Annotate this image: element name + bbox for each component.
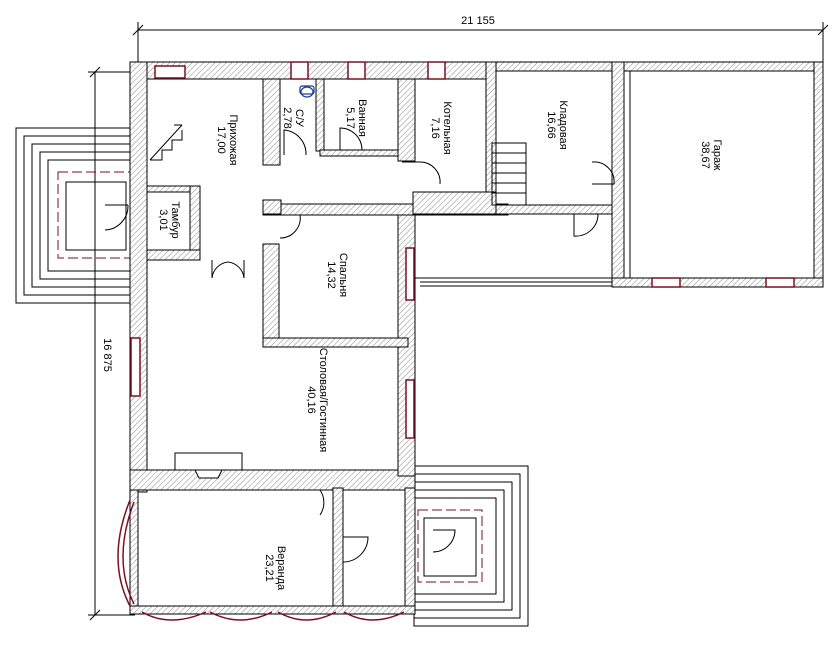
- height-dimension-text: 16 875: [101, 338, 113, 372]
- room-prihozhaya: Прихожая 17,00: [215, 115, 239, 166]
- room-stolovaya: Столовая/Гостинная 40,16: [305, 348, 329, 453]
- room-name-garazh: Гараж: [711, 139, 723, 171]
- room-area-kladovaya: 16,66: [545, 111, 557, 139]
- room-name-kotelnaya: Котельная: [441, 101, 453, 154]
- stairs-hall: [149, 124, 183, 161]
- veranda-windows: [117, 499, 405, 621]
- room-name-kladovaya: Кладовая: [557, 100, 569, 149]
- windows: [130, 61, 795, 439]
- room-name-spalnya: Спальня: [337, 253, 349, 297]
- room-area-prihozhaya: 17,00: [215, 126, 227, 154]
- room-name-su: С/У: [293, 109, 305, 128]
- room-kotelnaya: Котельная 7,16: [429, 101, 453, 154]
- walls: [129, 61, 824, 615]
- doors: [104, 127, 615, 563]
- room-area-su: 2,78: [281, 107, 293, 128]
- room-name-veranda: Веранда: [275, 546, 287, 591]
- left-porch: [15, 127, 135, 304]
- room-area-vannaya: 5,17: [344, 107, 356, 128]
- width-dimension-text: 21 155: [461, 15, 495, 27]
- inner-lines: [415, 70, 814, 287]
- stairs-utility: [491, 142, 527, 206]
- room-name-vannaya: Ванная: [356, 99, 368, 137]
- room-tambur: Тамбур 3,01: [157, 201, 181, 238]
- toilet-icon: [299, 85, 315, 98]
- room-area-stolovaya: 40,16: [305, 386, 317, 414]
- room-vannaya: Ванная 5,17: [344, 99, 368, 137]
- room-name-tambur: Тамбур: [169, 201, 181, 238]
- width-dimension: [132, 22, 829, 62]
- room-spalnya: Спальня 14,32: [325, 253, 349, 297]
- room-name-stolovaya: Столовая/Гостинная: [317, 348, 329, 453]
- room-name-prihozhaya: Прихожая: [227, 115, 239, 166]
- room-su: С/У 2,78: [281, 107, 305, 128]
- height-dimension: [88, 66, 135, 621]
- room-area-garazh: 38,67: [699, 141, 711, 169]
- right-porch: [413, 465, 529, 627]
- fireplace: [174, 452, 243, 479]
- room-area-kotelnaya: 7,16: [429, 117, 441, 138]
- room-kladovaya: Кладовая 16,66: [545, 100, 569, 149]
- room-veranda: Веранда 23,21: [263, 546, 287, 591]
- room-garazh: Гараж 38,67: [699, 139, 723, 171]
- room-area-veranda: 23,21: [263, 554, 275, 582]
- room-area-tambur: 3,01: [157, 209, 169, 230]
- room-area-spalnya: 14,32: [325, 261, 337, 289]
